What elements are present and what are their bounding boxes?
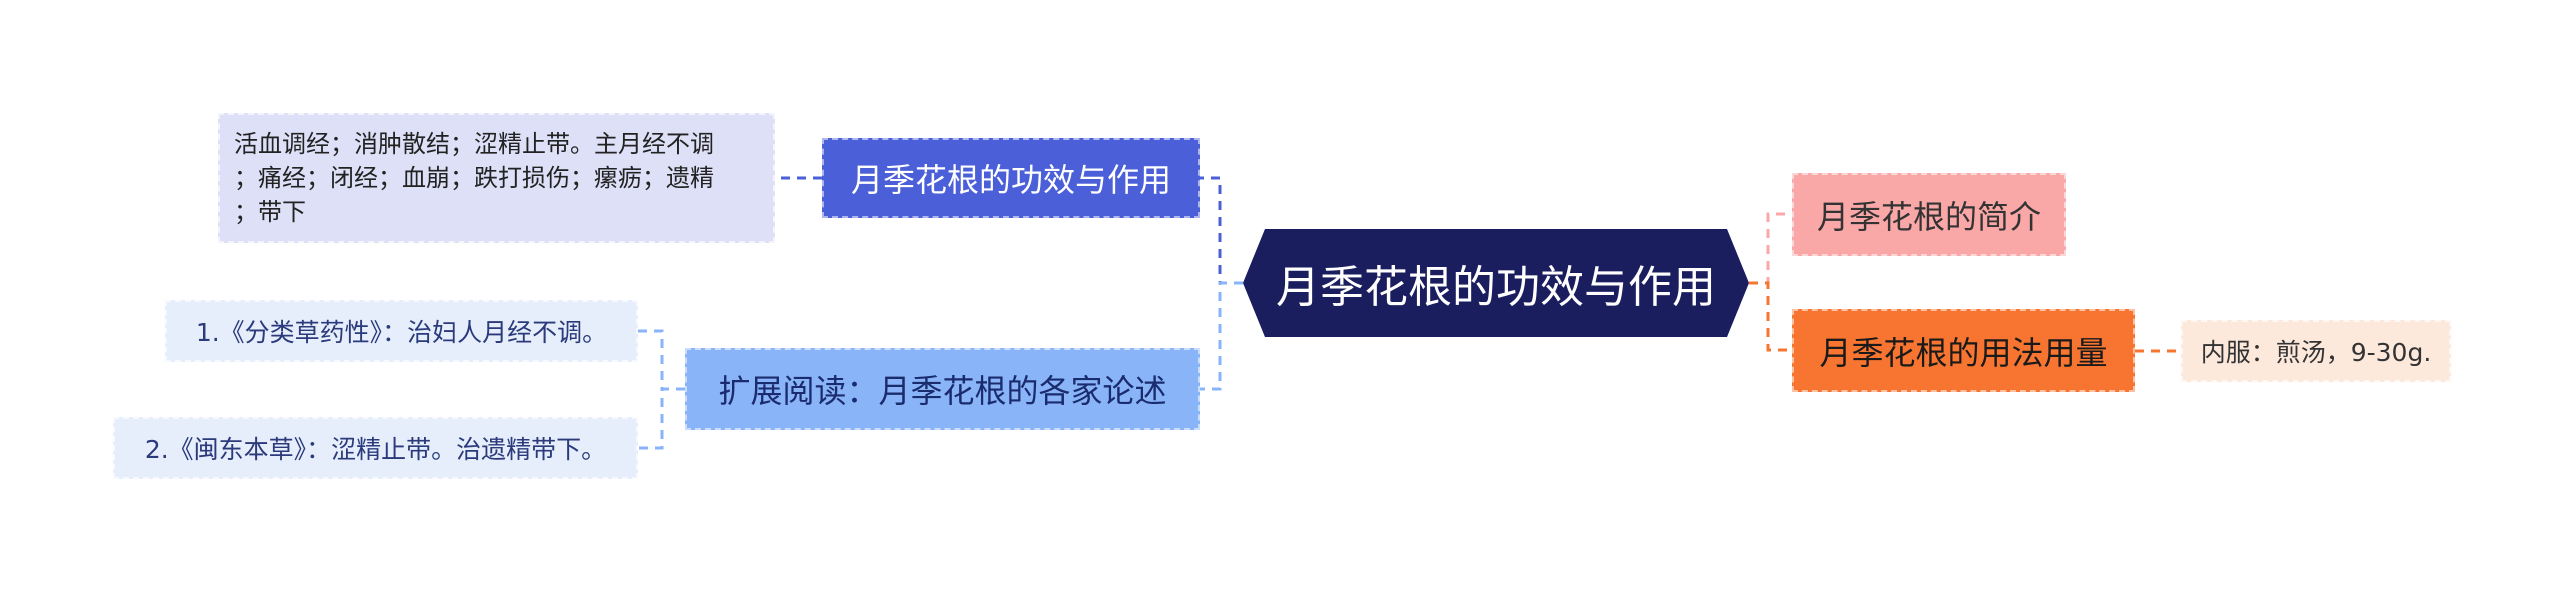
branch-usage-dosage[interactable]: 月季花根的用法用量	[1792, 309, 2135, 392]
leaf-efficacy-text: 活血调经；消肿散结；涩精止带。主月经不调 ；痛经；闭经；血崩；跌打损伤；瘰疬；遗…	[234, 130, 714, 226]
branch-introduction-label: 月季花根的简介	[1816, 197, 2041, 236]
leaf-reading-1-text: 1.《分类草药性》：治妇人月经不调。	[195, 318, 608, 347]
branch-introduction[interactable]: 月季花根的简介	[1792, 173, 2066, 256]
central-topic[interactable]: 月季花根的功效与作用	[1243, 229, 1749, 337]
branch-efficacy[interactable]: 月季花根的功效与作用	[822, 138, 1200, 218]
branch-usage-dosage-label: 月季花根的用法用量	[1819, 333, 2108, 372]
connector-center-intro	[1749, 212, 1792, 285]
connector-reading-leaf-2	[638, 387, 685, 450]
connector-center-usage	[1749, 281, 1792, 352]
connector-reading-leaf-1	[638, 329, 685, 391]
connector-center-efficacy	[1200, 176, 1243, 285]
connector-center-reading	[1200, 281, 1243, 391]
branch-extended-reading-label: 扩展阅读：月季花根的各家论述	[718, 372, 1167, 410]
leaf-reading-2[interactable]: 2.《闽东本草》：涩精止带。治遗精带下。	[113, 417, 638, 479]
branch-extended-reading[interactable]: 扩展阅读：月季花根的各家论述	[685, 348, 1200, 430]
branch-efficacy-label: 月季花根的功效与作用	[850, 161, 1171, 199]
leaf-usage-detail[interactable]: 内服：煎汤，9-30g.	[2181, 320, 2451, 382]
leaf-usage-text: 内服：煎汤，9-30g.	[2200, 338, 2432, 367]
central-topic-label: 月季花根的功效与作用	[1276, 262, 1716, 313]
leaf-efficacy-detail[interactable]: 活血调经；消肿散结；涩精止带。主月经不调 ；痛经；闭经；血崩；跌打损伤；瘰疬；遗…	[218, 113, 775, 243]
leaf-reading-1[interactable]: 1.《分类草药性》：治妇人月经不调。	[165, 300, 638, 362]
leaf-reading-2-text: 2.《闽东本草》：涩精止带。治遗精带下。	[144, 435, 607, 464]
